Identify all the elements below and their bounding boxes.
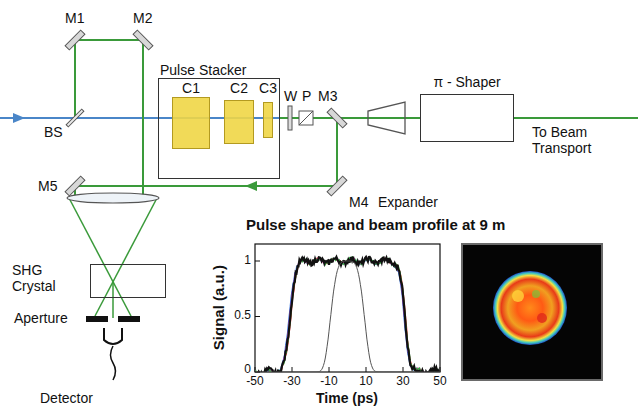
part-label: M1 (65, 10, 84, 26)
tick-label: 30 (396, 375, 409, 389)
part-label: M5 (38, 178, 57, 194)
crystal-c1-label: C1 (170, 80, 212, 96)
beam-expander (368, 102, 405, 134)
axis-title: Signal (a.u.) (210, 265, 227, 350)
part-label: Expander (378, 194, 438, 210)
pulse-trace (255, 258, 440, 373)
part-label: Time (ps) (316, 390, 378, 406)
pi-shaper-outline (420, 94, 514, 142)
pi-shaper-label: π - Shaper (420, 74, 514, 90)
crystal-c2-label: C2 (222, 80, 256, 96)
tick-label: 50 (433, 375, 446, 389)
focused-beam (69, 198, 131, 316)
lens (67, 193, 159, 203)
mirror (133, 30, 153, 50)
pulse-trace (255, 258, 440, 373)
pulse-stacker: Pulse StackerC1 C2C3 (158, 62, 280, 179)
input-pulse-trace (255, 261, 440, 372)
tick-label: 10 (359, 375, 372, 389)
polarizer-diagonal (299, 111, 313, 125)
crystal-c3-label: C3 (258, 80, 278, 96)
pulse-trace (255, 257, 440, 372)
crystal-c3: C3 (258, 80, 278, 140)
profile-image (462, 244, 602, 380)
axis-ticks (255, 261, 440, 372)
part-label: W (284, 88, 297, 104)
aperture (86, 316, 108, 322)
y-tick (255, 316, 260, 317)
output-beam (514, 117, 638, 119)
crystal-c3-outline (263, 102, 273, 138)
waveplate (288, 106, 292, 130)
reference-beam (75, 40, 143, 198)
pulse-trace (255, 257, 440, 372)
part-label: BS (44, 124, 63, 140)
part-label: M2 (133, 10, 152, 26)
part-label: Pulse shape and beam profile at 9 m (246, 216, 505, 233)
beam-spot-detail (537, 313, 547, 323)
x-tick (366, 367, 367, 372)
beam-spot-detail (532, 290, 540, 298)
shg-crystal: SHG Crystal (12, 262, 168, 300)
crystal-c2-outline (224, 100, 254, 144)
mirror (327, 176, 347, 196)
pulse-traces (255, 257, 440, 372)
tick-label: -10 (320, 375, 337, 389)
focused-beam (95, 198, 157, 316)
part-label: M3 (318, 88, 337, 104)
beam-arrow (245, 181, 257, 191)
mirror (327, 108, 347, 128)
shg-beam (112, 282, 114, 318)
aperture (118, 316, 140, 322)
detector-cable (111, 346, 116, 380)
beam-splitter (66, 109, 84, 127)
x-tick (292, 367, 293, 372)
crystal-c1: C1 (170, 80, 212, 150)
pulse-trace (255, 258, 440, 372)
tick-label: 0.5 (234, 309, 251, 323)
part-label: M4 (349, 194, 368, 210)
pi-shaper: π - Shaper (420, 74, 514, 142)
mirror (65, 30, 85, 50)
tick-label: 1 (244, 254, 251, 268)
x-tick (329, 367, 330, 372)
mirror (65, 176, 85, 196)
part-label: Detector (40, 390, 93, 406)
shg-crystal-label: SHG Crystal (12, 262, 74, 294)
pulse-stacker-label: Pulse Stacker (160, 62, 246, 78)
crystal-c1-outline (172, 97, 210, 149)
tick-label: -30 (283, 375, 300, 389)
beam-spot-detail (512, 290, 524, 302)
beam-arrow (13, 113, 25, 123)
tick-label: -50 (246, 375, 263, 389)
shg-crystal-outline (90, 264, 166, 298)
part-label: Aperture (14, 310, 68, 326)
x-tick (403, 367, 404, 372)
part-label: P (302, 88, 311, 104)
detector-symbol (104, 328, 122, 344)
beam-spot (493, 271, 567, 345)
crystal-c2: C2 (222, 80, 256, 146)
y-tick (255, 261, 260, 262)
part-label: To Beam Transport (532, 124, 616, 156)
polarizer-cube (299, 111, 313, 125)
